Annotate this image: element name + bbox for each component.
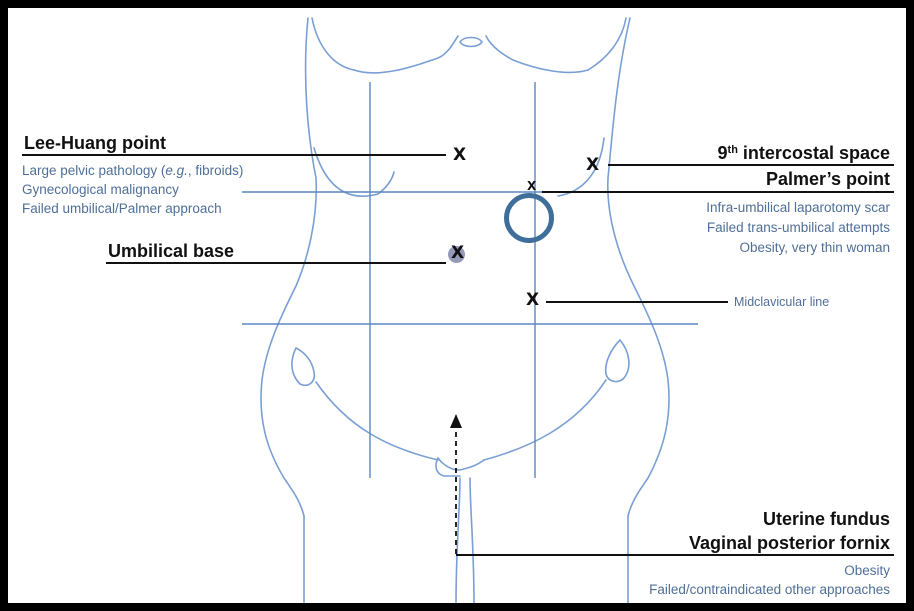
lee-huang-indication-3: Failed umbilical/Palmer approach	[22, 202, 222, 216]
palmer-point-title: Palmer’s point	[766, 170, 890, 188]
posterior-fornix-indication-2: Failed/contraindicated other approaches	[649, 583, 890, 597]
inner-right-leg	[470, 478, 474, 603]
umbilical-base-title: Umbilical base	[108, 242, 234, 260]
left-hip-outline	[292, 348, 314, 385]
neck-notch	[460, 38, 482, 47]
posterior-fornix-indication-1: Obesity	[844, 564, 890, 578]
lee-huang-indication-2: Gynecological malignancy	[22, 183, 179, 197]
right-groin-outline	[484, 380, 606, 460]
uterine-fundus-title: Uterine fundus	[763, 510, 890, 528]
palmer-indication-3: Obesity, very thin woman	[739, 241, 890, 255]
palmer-point-ring	[504, 193, 554, 243]
body-outline	[261, 18, 669, 603]
pubic-outline	[438, 458, 484, 470]
palmer-x-mark: X	[527, 180, 536, 192]
left-arm-outline	[312, 18, 354, 70]
right-arm-outline	[588, 18, 626, 70]
right-torso-outline	[608, 18, 669, 516]
right-hip-outline	[606, 340, 629, 381]
neck-left-outline	[354, 36, 458, 73]
posterior-fornix-title: Vaginal posterior fornix	[689, 534, 890, 552]
umbilicus-x-mark: X	[451, 245, 464, 262]
palmer-indication-1: Infra-umbilical laparotomy scar	[706, 201, 890, 215]
palmer-indication-2: Failed trans-umbilical attempts	[707, 221, 890, 235]
intercostal-x-mark: X	[586, 157, 599, 174]
lee-huang-x-mark: X	[453, 147, 466, 164]
midclavicular-label: Midclavicular line	[734, 296, 829, 309]
left-torso-outline	[261, 18, 316, 516]
neck-right-outline	[486, 36, 588, 72]
lee-huang-indication-1: Large pelvic pathology (e.g., fibroids)	[22, 164, 243, 178]
left-groin-outline	[316, 382, 438, 460]
intercostal-title: 9th intercostal space	[718, 144, 890, 162]
lee-huang-title: Lee-Huang point	[24, 134, 166, 152]
midclavicular-x-mark: X	[526, 292, 539, 309]
